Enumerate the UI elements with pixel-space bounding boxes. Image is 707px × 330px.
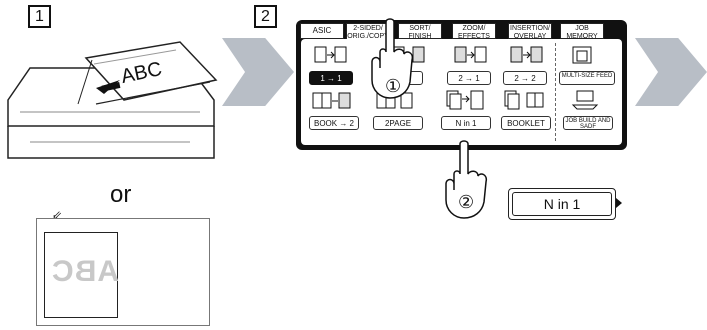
- two-to-two-icon: [510, 46, 543, 63]
- n-in-1-button[interactable]: N in 1: [441, 116, 491, 130]
- document-feeder-illustration: [7, 41, 218, 159]
- next-step-arrow-icon: [222, 38, 294, 106]
- multi-size-feed-icon: [572, 46, 592, 64]
- tab-basic-menu[interactable]: ASIC MENU: [300, 23, 344, 49]
- tab-job-memory[interactable]: JOB MEMORY: [560, 23, 604, 40]
- one-to-one-button[interactable]: 1 → 1: [309, 71, 353, 85]
- job-build-sadf-button[interactable]: JOB BUILD AND SADF: [563, 116, 613, 130]
- marker-1: ①: [385, 76, 402, 96]
- job-build-icon: [571, 90, 599, 110]
- control-panel-screen: ASIC MENU 2-SIDED/ ORIG./COPY SORT/ FINI…: [296, 20, 627, 150]
- booklet-icon: [504, 90, 544, 110]
- original-letters: ABC: [51, 255, 119, 288]
- corner-arrow-icon: ⇙: [52, 208, 63, 222]
- tab-sort-finish[interactable]: SORT/ FINISH: [398, 23, 442, 40]
- n-in-1-icon: [446, 90, 484, 110]
- panel-content: 1 → 1 2 → 1 2 → 2 MULTI-SIZE FEED BOOK →…: [301, 39, 622, 145]
- n-in-1-callout-label: N in 1: [512, 192, 612, 216]
- step-2-box: 2: [254, 5, 277, 28]
- tab-zoom-effects[interactable]: ZOOM/ EFFECTS: [452, 23, 496, 40]
- n-in-1-callout: N in 1: [508, 188, 622, 220]
- pointing-hand-icon: [371, 18, 414, 99]
- panel-divider: [555, 43, 556, 141]
- two-to-one-button[interactable]: 2 → 1: [447, 71, 491, 85]
- or-text: or: [110, 181, 132, 208]
- one-to-one-icon: [314, 46, 347, 63]
- pointing-hand-icon: [445, 140, 488, 219]
- step-2-number: 2: [261, 8, 270, 25]
- tab-2-sided-orig-copy[interactable]: 2-SIDED/ ORIG./COPY: [346, 23, 390, 42]
- step-1-box: 1: [28, 5, 51, 28]
- multi-size-feed-button[interactable]: MULTI-SIZE FEED: [559, 71, 615, 85]
- next-step-arrow-icon: [635, 38, 707, 106]
- step-1-number: 1: [35, 8, 44, 25]
- booklet-button[interactable]: BOOKLET: [501, 116, 551, 130]
- two-to-two-button[interactable]: 2 → 2: [503, 71, 547, 85]
- book-to-two-button[interactable]: BOOK → 2: [309, 116, 359, 130]
- tab-insertion-overlay[interactable]: INSERTION/ OVERLAY: [508, 23, 552, 40]
- marker-2: ②: [458, 192, 475, 212]
- original-glass-sheet: ABC: [36, 218, 210, 326]
- two-page-button[interactable]: 2PAGE: [373, 116, 423, 130]
- original-document: ABC: [44, 232, 119, 318]
- two-to-one-icon: [454, 46, 487, 63]
- caret-right-icon: [616, 198, 622, 208]
- book-to-two-icon: [312, 92, 351, 109]
